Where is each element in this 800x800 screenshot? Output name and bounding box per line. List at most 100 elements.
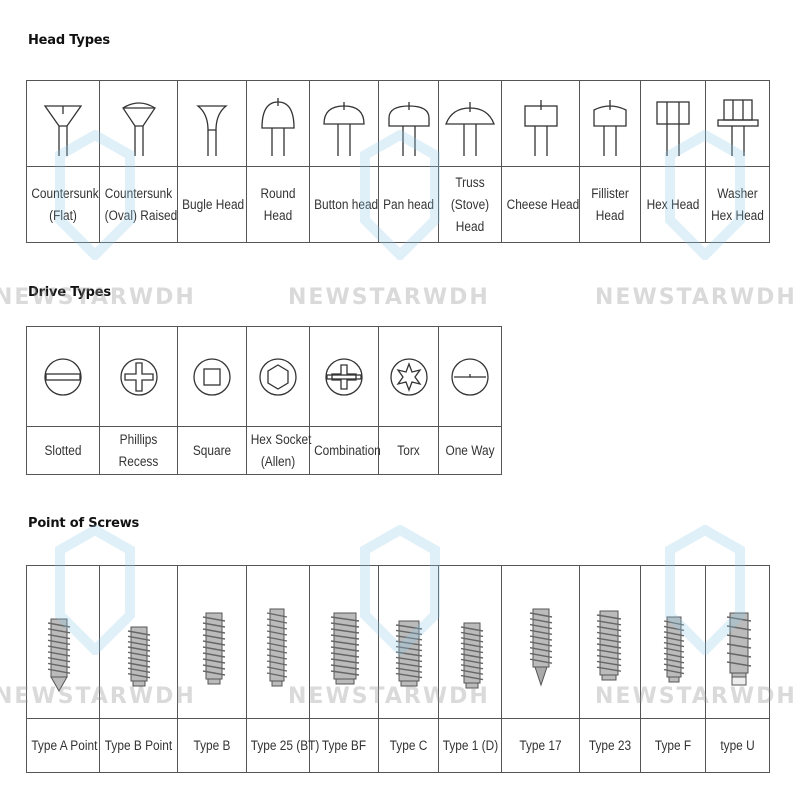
label-cell: Hex Socket (Allen) (246, 426, 312, 475)
diagram-cell (579, 80, 641, 167)
type-label-line: Type A Point (31, 737, 98, 753)
combination-drive-icon (325, 357, 363, 396)
countersunk-oval-icon (121, 101, 156, 156)
label-cell: type U (705, 718, 770, 773)
type-label-line: Hex Head (646, 196, 700, 212)
diagram-cell (378, 565, 439, 719)
type-label-line: Type F (654, 737, 692, 753)
round-head-icon (261, 97, 295, 156)
diagram-cell (246, 326, 310, 427)
type-label-line: Head (263, 207, 293, 223)
type-label: Countersunk(Oval) Raised (104, 183, 178, 227)
fillister-head-icon (593, 99, 627, 156)
type-b-icon (202, 612, 226, 685)
type-label: Combination (314, 440, 381, 462)
bugle-head-icon (196, 104, 228, 156)
label-cell: Combination (309, 426, 381, 475)
label-cell: Slotted (26, 426, 100, 475)
label-cell: Button head (309, 166, 379, 243)
label-cell: Bugle Head (177, 166, 247, 243)
square-drive-icon (193, 357, 231, 396)
label-cell: Pan head (378, 166, 439, 243)
type-c-icon (395, 620, 423, 687)
type-label: Pan head (383, 194, 435, 216)
type-label-line: Cheese Head (506, 196, 580, 212)
type-label-line: (Flat) (49, 207, 77, 223)
label-cell: Hex Head (640, 166, 706, 243)
type-label: Slotted (31, 440, 94, 462)
diagram-cell (177, 80, 247, 167)
type-label: Type 23 (584, 735, 637, 757)
diagram-cell (246, 565, 310, 719)
label-cell: Type A Point (26, 718, 100, 773)
diagram-cell (438, 565, 502, 719)
type-label: Type 17 (507, 735, 575, 757)
type-label: Square (182, 440, 242, 462)
label-cell: Cheese Head (501, 166, 580, 243)
type-label-line: Combination (314, 442, 381, 458)
type-label: Torx (383, 440, 435, 462)
type-label-line: type U (720, 737, 755, 753)
label-cell: Type 23 (579, 718, 641, 773)
diagram-cell (378, 326, 439, 427)
type-label: type U (710, 735, 765, 757)
type-label: Type 25 (BT) (251, 735, 320, 757)
type-label-line: Countersunk (104, 185, 173, 201)
label-cell: Type 17 (501, 718, 580, 773)
type-label: Cheese Head (506, 194, 580, 216)
diagram-cell (177, 326, 247, 427)
cheese-head-icon (523, 99, 558, 156)
washer-hex-head-icon (716, 98, 759, 156)
label-cell: Type B Point (99, 718, 178, 773)
type-label-line: (Stove) (450, 196, 490, 212)
type-label-line: Type 23 (588, 737, 632, 753)
diagram-cell (640, 80, 706, 167)
diagram-cell (438, 326, 502, 427)
type-label: Type C (383, 735, 435, 757)
type-label-line: Bugle Head (182, 196, 245, 212)
type-label-line: Hex Socket (250, 431, 312, 447)
type-label-line: Hex Head (711, 207, 764, 223)
type-label: Type B Point (105, 735, 173, 757)
type-label-line: Type B (193, 737, 231, 753)
label-cell: Torx (378, 426, 439, 475)
diagram-cell (640, 565, 706, 719)
one-way-drive-icon (451, 357, 489, 396)
label-cell: Countersunk (Flat) (26, 166, 100, 243)
type-label-line: Type 17 (519, 737, 562, 753)
type-label: Type A Point (31, 735, 98, 757)
label-cell: Square (177, 426, 247, 475)
diagram-cell (26, 565, 100, 719)
diagram-cell (99, 565, 178, 719)
type-f-icon (663, 616, 685, 683)
button-head-icon (323, 101, 365, 156)
slotted-drive-icon (44, 357, 82, 396)
type-label-line: Truss (455, 174, 485, 190)
type-label-line: Countersunk (31, 185, 99, 201)
type-label-line: One Way (445, 442, 495, 458)
diagram-cell (501, 565, 580, 719)
diagram-cell (99, 326, 178, 427)
type-label-line: (Allen) (260, 453, 296, 469)
type-label: Hex Socket (Allen) (250, 429, 312, 473)
diagram-cell (378, 80, 439, 167)
label-cell: Type F (640, 718, 706, 773)
type-label-line: Type C (389, 737, 428, 753)
type-bf-icon (330, 612, 360, 685)
label-cell: One Way (438, 426, 502, 475)
type-label-line: Round (260, 185, 296, 201)
diagram-cell (705, 565, 770, 719)
head-types-title: Head Types (28, 33, 110, 48)
diagram-cell (309, 326, 379, 427)
diagram-cell (26, 80, 100, 167)
type-23-icon (596, 610, 622, 681)
type-label: One Way (443, 440, 498, 462)
